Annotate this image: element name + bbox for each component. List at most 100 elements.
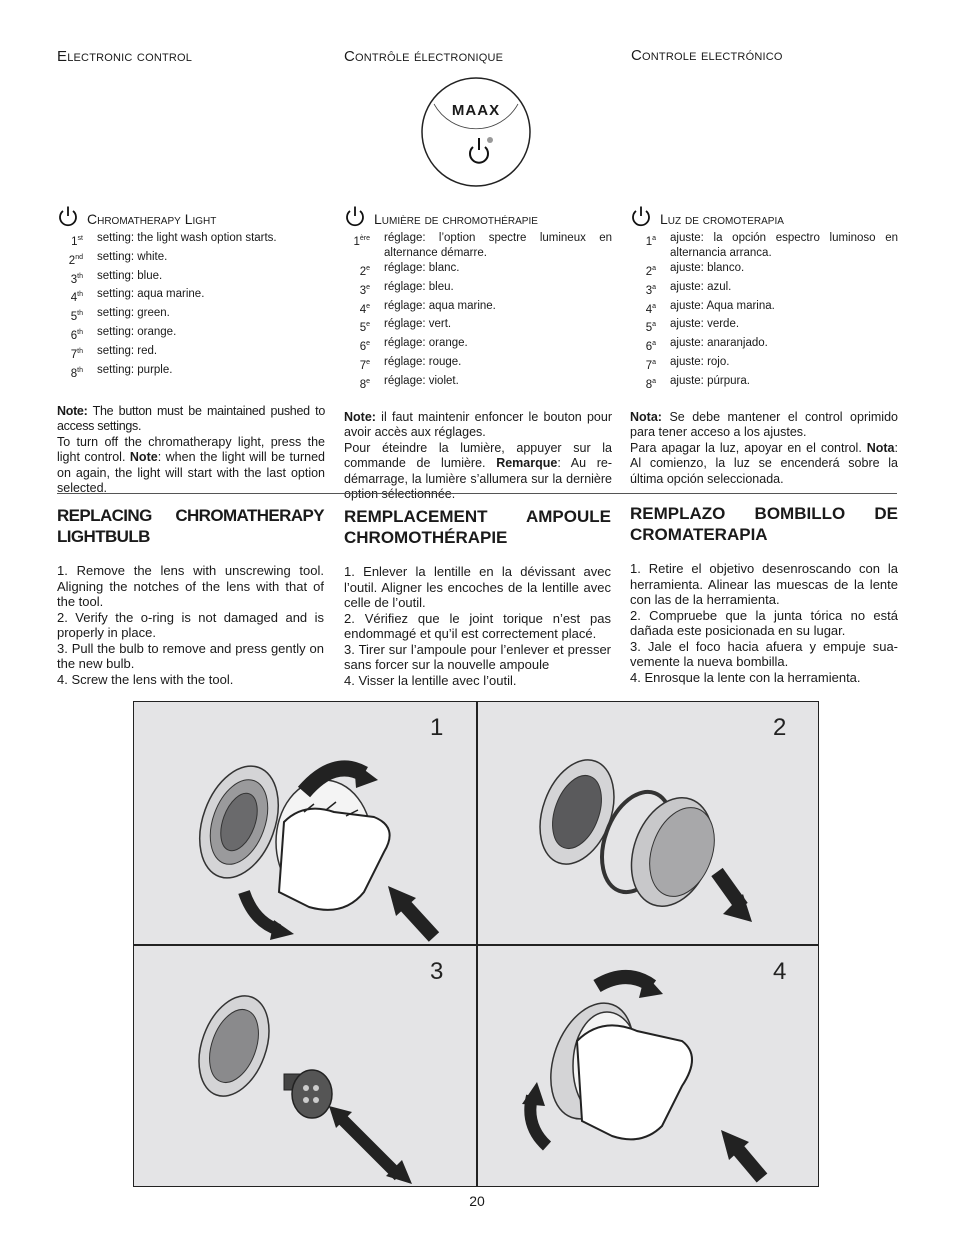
figure-number: 4: [773, 958, 787, 985]
step-item: 2. Verify the o-ring is not damaged and …: [57, 609, 324, 641]
setting-item: 3th setting: blue.: [57, 269, 325, 288]
replacing-en: REPLACING CHROMATHERAPY LIGHTBULB 1. Rem…: [57, 505, 325, 687]
figure-panel-2: 2: [477, 702, 819, 944]
step-item: 1. Retire el objetivo desenroscando con …: [630, 561, 898, 607]
step-item: 1. Enlever la lentille en la dévissant a…: [344, 564, 611, 610]
header-fr: Contrôle électronique: [344, 48, 504, 65]
setting-number: 6th: [70, 329, 83, 342]
header-en: Electronic control: [57, 48, 193, 65]
screw-lens-illustration: [522, 970, 768, 1183]
power-icon[interactable]: [469, 138, 489, 164]
setting-text: setting: aqua marine.: [97, 288, 205, 301]
chromatherapy-title: Lumière de chromothérapie: [374, 211, 538, 227]
step-item: 3. Pull the bulb to remove and press gen…: [57, 640, 324, 672]
setting-number: 6e: [359, 340, 370, 354]
instruction-figure: 1 2 3: [133, 701, 819, 1187]
note-block: Note: il faut maintenir enfoncer le bout…: [344, 409, 612, 502]
maax-logo: MAAX: [451, 102, 501, 119]
setting-item: 6e réglage: orange.: [344, 336, 612, 355]
step-item: 2. Vérifiez que le joint torique n’est p…: [344, 610, 611, 642]
setting-text: ajuste: Aqua marina.: [670, 299, 775, 312]
setting-text: setting: orange.: [97, 326, 177, 339]
setting-item: 1ère réglage: l’option spectre lumineux e…: [344, 231, 612, 261]
replacing-es: REMPLAZO BOMBILLO DE CROMATERAPIA 1. Ret…: [630, 503, 898, 685]
setting-number: 8a: [645, 377, 656, 391]
setting-text: ajuste: anaranjado.: [670, 337, 768, 350]
step-item: 2. Compruebe que la junta tórica no está…: [630, 607, 898, 639]
figure-number: 3: [430, 958, 444, 985]
step-item: 4. Enrosque la lente con la herramienta.: [630, 669, 861, 685]
setting-number: 5th: [70, 310, 83, 324]
replace-bulb-illustration: [198, 995, 412, 1184]
step-item: 4. Screw the lens with the tool.: [57, 671, 234, 687]
replacing-fr: REMPLACEMENT AMPOULE CHROMOTHÉRAPIE 1. E…: [344, 506, 611, 688]
setting-number: 1ère: [353, 235, 370, 248]
setting-text: ajuste: la opción espectro luminoso en a…: [670, 232, 898, 259]
unscrew-lens-illustration: [199, 760, 440, 942]
chromatherapy-title: Luz de cromoterapia: [660, 211, 784, 227]
setting-number: 7th: [70, 347, 83, 361]
setting-number: 2nd: [68, 253, 83, 267]
setting-text: setting: blue.: [97, 269, 163, 282]
step-item: 4. Visser la lentille avec l’outil.: [344, 672, 517, 688]
setting-text: setting: the light wash option starts.: [97, 232, 277, 244]
setting-number: 3a: [645, 283, 656, 297]
step-item: 3. Jale el foco hacia afuera y empuje su…: [630, 638, 898, 670]
settings-list: 1ère réglage: l’option spectre lumineux e…: [344, 231, 612, 393]
remove-lens-illustration: [539, 759, 752, 922]
section-title: REMPLAZO BOMBILLO DE CROMATERAPIA: [630, 504, 898, 544]
figure-number: 2: [773, 714, 787, 741]
note-block: Nota: Se debe mantener el control oprimi…: [630, 409, 898, 486]
setting-number: 5a: [645, 321, 656, 335]
setting-number: 1a: [645, 235, 656, 248]
setting-number: 4e: [359, 302, 370, 316]
setting-text: réglage: orange.: [384, 337, 468, 350]
setting-text: ajuste: rojo.: [670, 356, 730, 369]
setting-item: 7th setting: red.: [57, 344, 325, 363]
setting-number: 7a: [645, 359, 656, 372]
section-title: REMPLACEMENT AMPOULE CHROMOTHÉRAPIE: [344, 507, 611, 547]
power-icon: [346, 206, 364, 227]
steps-list: 1. Retire el objetivo desenroscando con …: [630, 561, 898, 685]
figure-panel-4: 4: [477, 946, 819, 1188]
chromatherapy-fr: Lumière de chromothérapie 1ère réglage: l…: [344, 205, 612, 503]
page-number: 20: [469, 1193, 485, 1209]
setting-item: 7a ajuste: rojo.: [630, 355, 898, 374]
section-title: REPLACING CHROMATHERAPY LIGHTBULB: [57, 506, 325, 546]
setting-text: ajuste: verde.: [670, 318, 740, 331]
setting-item: 5a ajuste: verde.: [630, 317, 898, 336]
setting-number: 7e: [359, 359, 370, 372]
control-panel: MAAX: [420, 76, 532, 188]
setting-number: 2a: [645, 265, 656, 278]
setting-item: 4th setting: aqua marine.: [57, 287, 325, 306]
setting-number: 4a: [645, 302, 656, 316]
setting-text: setting: red.: [97, 344, 158, 357]
figure-panel-1: 1: [134, 702, 476, 944]
setting-number: 5e: [359, 321, 370, 335]
setting-number: 4th: [70, 291, 83, 305]
setting-text: réglage: violet.: [384, 374, 459, 387]
power-icon: [59, 206, 77, 227]
steps-list: 1. Enlever la lentille en la dévissant a…: [344, 564, 611, 688]
power-icon: [632, 206, 650, 227]
steps-list: 1. Remove the lens with unscrewing tool.…: [57, 563, 324, 687]
chromatherapy-es: Luz de cromoterapia 1a ajuste: la opción …: [630, 205, 898, 487]
setting-text: ajuste: blanco.: [670, 262, 745, 274]
setting-item: 2a ajuste: blanco.: [630, 261, 898, 280]
setting-item: 6th setting: orange.: [57, 325, 325, 344]
setting-text: réglage: l’option spectre lumineux en al…: [384, 232, 612, 259]
setting-number: 3th: [70, 272, 83, 286]
setting-text: réglage: bleu.: [384, 280, 454, 293]
setting-number: 1st: [71, 235, 83, 248]
header-es: Controle electrónico: [631, 47, 783, 64]
